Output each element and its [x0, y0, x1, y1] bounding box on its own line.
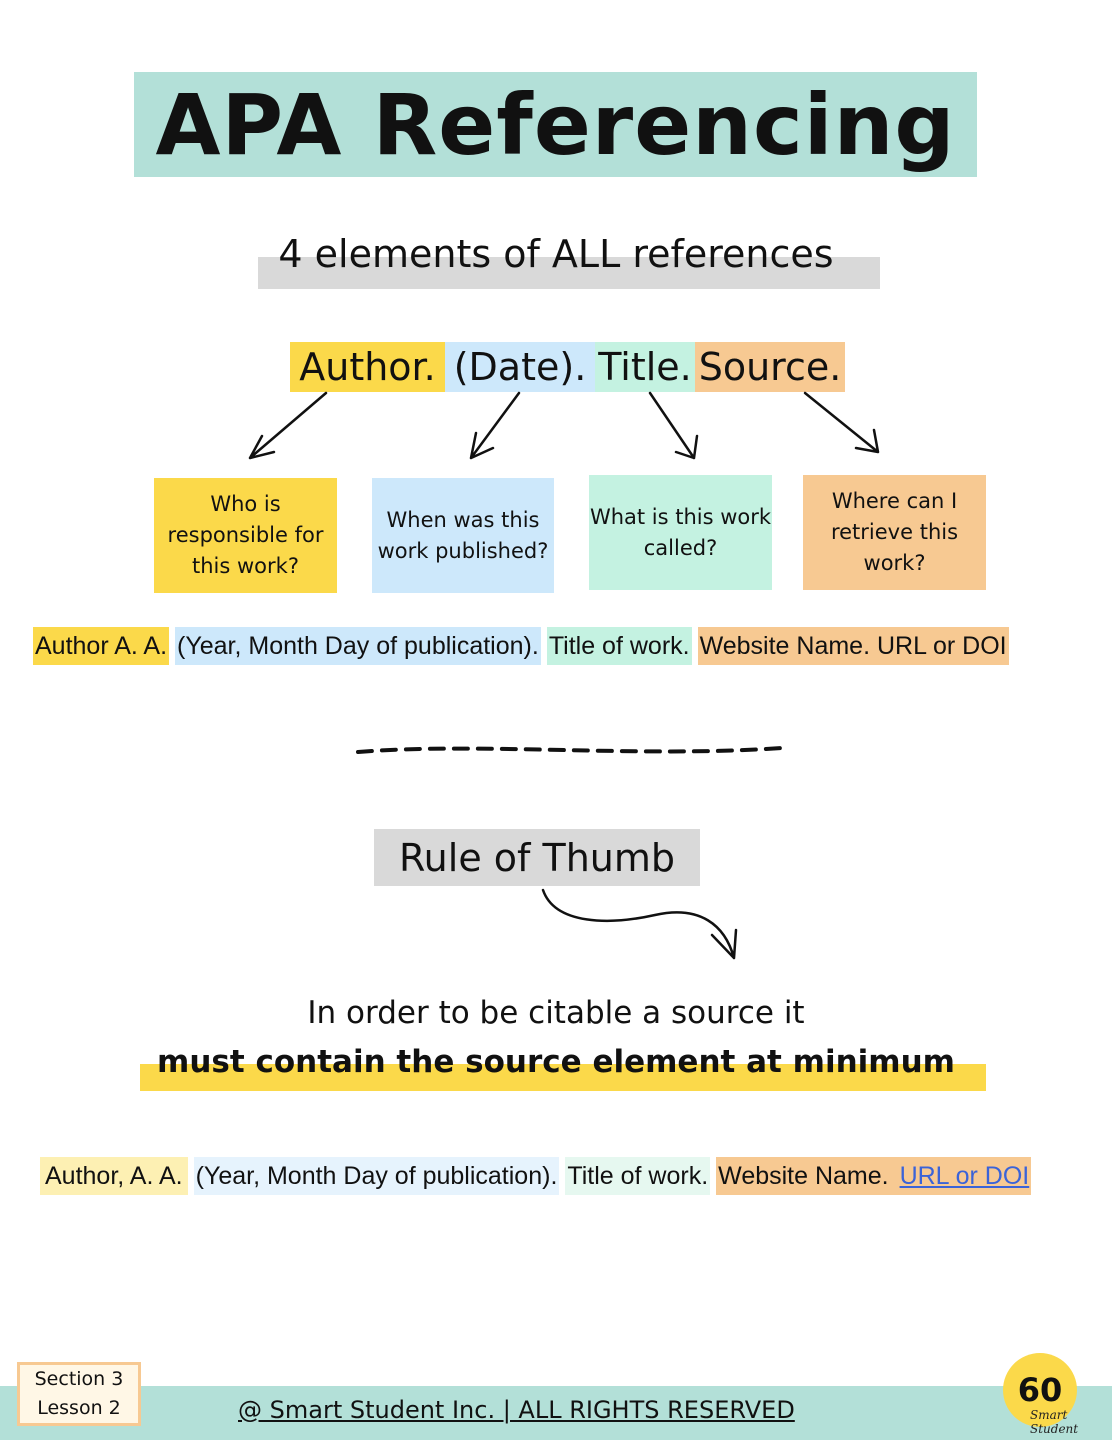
formula-author: Author. [290, 342, 445, 392]
smart-student-logo: Smart Student [1030, 1408, 1079, 1436]
ref2-date: (Year, Month Day of publication). [193, 1157, 560, 1195]
subtitle: 4 elements of ALL references [278, 232, 834, 276]
title-banner: APA Referencing [134, 72, 977, 177]
question-date: When was this work published? [372, 478, 554, 593]
arrow-title-icon [648, 391, 699, 460]
page-title: APA Referencing [155, 75, 956, 174]
curved-arrow-icon [541, 888, 738, 960]
arrow-source-icon [803, 391, 880, 454]
subtitle-highlight [258, 257, 880, 289]
ref2-author: Author, A. A. [40, 1157, 188, 1195]
reference-example-2: Author, A. A. (Year, Month Day of public… [40, 1157, 1032, 1195]
question-source: Where can I retrieve this work? [803, 475, 986, 590]
rule-statement-line1: In order to be citable a source it [307, 995, 805, 1031]
question-title: What is this work called? [589, 475, 772, 590]
formula-source: Source. [695, 342, 845, 392]
footer-copyright: @ Smart Student Inc. | ALL RIGHTS RESERV… [238, 1396, 795, 1424]
arrow-author-icon [248, 391, 328, 460]
reference-example-1: Author A. A. (Year, Month Day of publica… [33, 627, 1009, 665]
ref1-source: Website Name. URL or DOI [697, 627, 1009, 665]
rule-highlight [140, 1064, 986, 1091]
lesson-label: Lesson 2 [37, 1397, 121, 1419]
rule-of-thumb-label: Rule of Thumb [374, 829, 700, 886]
ref2-title: Title of work. [565, 1157, 711, 1195]
ref1-date: (Year, Month Day of publication). [175, 627, 541, 665]
ref1-title: Title of work. [546, 627, 692, 665]
arrow-date-icon [469, 391, 521, 460]
ref2-url-link[interactable]: URL or DOI [899, 1162, 1030, 1190]
section-label: Section 3 [34, 1368, 124, 1390]
page-number: 60 [1003, 1353, 1077, 1427]
rule-statement-line2: must contain the source element at minim… [157, 1044, 955, 1080]
question-author: Who is responsible for this work? [154, 478, 337, 593]
footer-band [0, 1386, 1112, 1440]
formula-date: (Date). [445, 342, 595, 392]
ref1-author: Author A. A. [33, 627, 170, 665]
ref2-source-name: Website Name. [718, 1162, 889, 1190]
dashed-divider-icon [356, 746, 784, 754]
formula-title: Title. [595, 342, 695, 392]
section-lesson-badge: Section 3 Lesson 2 [17, 1362, 141, 1426]
ref2-source: Website Name. URL or DOI [716, 1157, 1032, 1195]
